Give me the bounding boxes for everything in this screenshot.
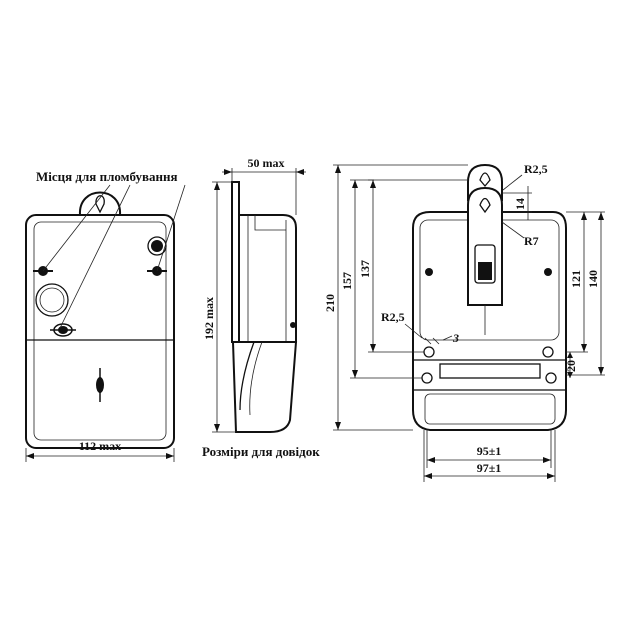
seal-screw-mid bbox=[50, 323, 76, 337]
dim-192: 192 max bbox=[202, 297, 216, 340]
front-view: Місця для пломбування 112 max bbox=[25, 169, 186, 462]
back-hole-left bbox=[425, 268, 433, 276]
hanger-strip bbox=[467, 186, 503, 306]
dim-210: 210 bbox=[323, 294, 337, 312]
hanging-loop bbox=[78, 191, 122, 216]
dim-137: 137 bbox=[358, 260, 372, 278]
notch-marks bbox=[424, 337, 440, 345]
dim-arrows-20 bbox=[567, 352, 573, 378]
dims-reference-label: Розміри для довідок bbox=[202, 444, 320, 459]
dim-140: 140 bbox=[586, 270, 600, 288]
front-housing bbox=[25, 214, 175, 449]
item-3-leader bbox=[442, 335, 453, 341]
dim-121: 121 bbox=[569, 270, 583, 288]
dim-14: 14 bbox=[513, 198, 527, 210]
side-screw bbox=[290, 322, 296, 328]
side-cover-curve bbox=[239, 341, 255, 411]
hanging-slot bbox=[95, 195, 105, 214]
back-mount-right bbox=[542, 346, 554, 358]
dim-r7: R7 bbox=[524, 234, 539, 248]
dim-20: 20 bbox=[564, 360, 578, 372]
optical-port-inner bbox=[39, 287, 65, 313]
side-housing bbox=[238, 214, 297, 343]
indicator-circle bbox=[147, 236, 167, 256]
leader-line-1 bbox=[42, 184, 111, 272]
hanger-slot bbox=[479, 197, 491, 214]
leader-r7 bbox=[501, 221, 525, 239]
dim-112: 112 max bbox=[79, 439, 121, 453]
back-terminal-bar bbox=[439, 363, 541, 379]
back-screw-right bbox=[545, 372, 557, 384]
back-terminal-base bbox=[424, 393, 556, 425]
leader-line-2 bbox=[59, 184, 131, 329]
item-3-label: 3 bbox=[452, 331, 459, 345]
back-hole-right bbox=[544, 268, 552, 276]
hanger-latch-grip bbox=[478, 262, 492, 280]
seal-places-label: Місця для пломбування bbox=[36, 169, 178, 184]
back-housing bbox=[412, 211, 567, 431]
dim-157: 157 bbox=[340, 272, 354, 290]
indicator-dot bbox=[151, 240, 163, 252]
optical-port bbox=[35, 283, 69, 317]
hanger-latch bbox=[474, 244, 496, 284]
leader-line-3 bbox=[156, 184, 186, 272]
front-inner-outline bbox=[33, 221, 167, 441]
back-view: 3 210 157 137 R2,5 14 R7 bbox=[323, 162, 605, 482]
dim-50: 50 max bbox=[248, 156, 285, 170]
side-cover-curve-2 bbox=[249, 341, 263, 416]
leader-r25-top bbox=[502, 174, 523, 191]
side-step bbox=[254, 215, 286, 231]
dim-97: 97±1 bbox=[477, 461, 502, 475]
leader-r25-left bbox=[404, 323, 423, 339]
dim-95: 95±1 bbox=[477, 444, 502, 458]
hanger-top-slot bbox=[479, 172, 491, 188]
side-terminal-cover bbox=[231, 341, 298, 433]
side-view: 50 max 192 max Розміри для довідок bbox=[202, 156, 320, 459]
mount-plate bbox=[231, 181, 240, 343]
dim-r25-top: R2,5 bbox=[524, 162, 548, 176]
dim-r25-left: R2,5 bbox=[381, 310, 405, 324]
cover-screw bbox=[96, 368, 104, 402]
